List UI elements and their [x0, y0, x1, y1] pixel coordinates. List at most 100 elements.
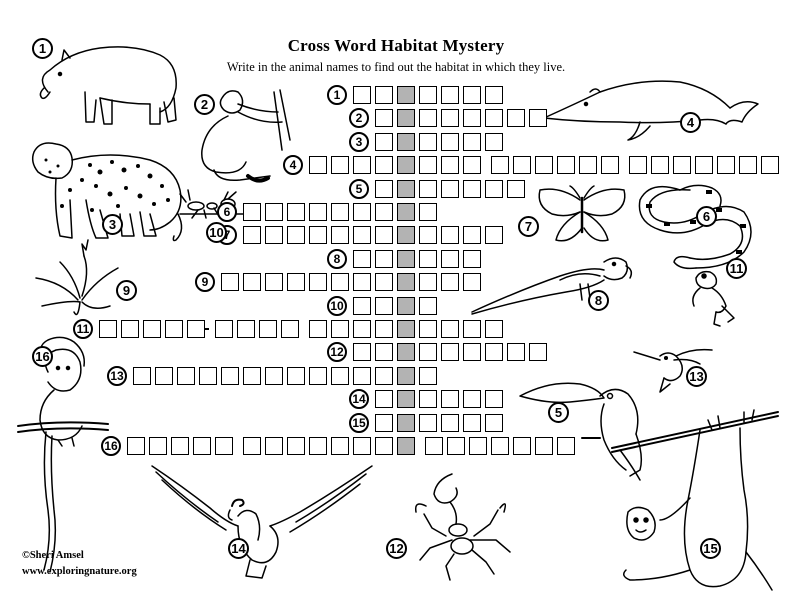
letter-cell[interactable]: [243, 226, 261, 244]
letter-cell[interactable]: [507, 343, 525, 361]
letter-cell[interactable]: [265, 226, 283, 244]
letter-cell[interactable]: [695, 156, 713, 174]
letter-cell[interactable]: [535, 437, 553, 455]
letter-cell[interactable]: [673, 156, 691, 174]
letter-cell[interactable]: [331, 367, 349, 385]
letter-cell[interactable]: [243, 273, 261, 291]
letter-cell[interactable]: [99, 320, 117, 338]
letter-cell[interactable]: [375, 133, 393, 151]
letter-cell[interactable]: [739, 156, 757, 174]
mystery-letter-cell[interactable]: [397, 203, 415, 221]
mystery-letter-cell[interactable]: [397, 109, 415, 127]
letter-cell[interactable]: [441, 133, 459, 151]
letter-cell[interactable]: [353, 437, 371, 455]
letter-cell[interactable]: [419, 250, 437, 268]
letter-cell[interactable]: [187, 320, 205, 338]
letter-cell[interactable]: [419, 390, 437, 408]
letter-cell[interactable]: [463, 226, 481, 244]
letter-cell[interactable]: [171, 437, 189, 455]
letter-cell[interactable]: [375, 390, 393, 408]
letter-cell[interactable]: [535, 156, 553, 174]
letter-cell[interactable]: [287, 273, 305, 291]
letter-cell[interactable]: [463, 86, 481, 104]
letter-cell[interactable]: [761, 156, 779, 174]
letter-cell[interactable]: [513, 156, 531, 174]
letter-cell[interactable]: [513, 437, 531, 455]
mystery-letter-cell[interactable]: [397, 437, 415, 455]
letter-cell[interactable]: [463, 133, 481, 151]
mystery-letter-cell[interactable]: [397, 367, 415, 385]
letter-cell[interactable]: [557, 156, 575, 174]
letter-cell[interactable]: [265, 273, 283, 291]
letter-cell[interactable]: [331, 226, 349, 244]
letter-cell[interactable]: [441, 343, 459, 361]
mystery-letter-cell[interactable]: [397, 86, 415, 104]
mystery-letter-cell[interactable]: [397, 156, 415, 174]
letter-cell[interactable]: [375, 273, 393, 291]
letter-cell[interactable]: [463, 273, 481, 291]
letter-cell[interactable]: [265, 437, 283, 455]
letter-cell[interactable]: [309, 203, 327, 221]
letter-cell[interactable]: [375, 250, 393, 268]
mystery-letter-cell[interactable]: [397, 414, 415, 432]
letter-cell[interactable]: [331, 320, 349, 338]
letter-cell[interactable]: [127, 437, 145, 455]
letter-cell[interactable]: [485, 180, 503, 198]
letter-cell[interactable]: [375, 156, 393, 174]
letter-cell[interactable]: [353, 320, 371, 338]
letter-cell[interactable]: [419, 367, 437, 385]
letter-cell[interactable]: [441, 109, 459, 127]
letter-cell[interactable]: [491, 156, 509, 174]
mystery-letter-cell[interactable]: [397, 273, 415, 291]
letter-cell[interactable]: [237, 320, 255, 338]
letter-cell[interactable]: [441, 320, 459, 338]
letter-cell[interactable]: [149, 437, 167, 455]
letter-cell[interactable]: [441, 273, 459, 291]
letter-cell[interactable]: [485, 226, 503, 244]
letter-cell[interactable]: [463, 343, 481, 361]
letter-cell[interactable]: [375, 226, 393, 244]
letter-cell[interactable]: [375, 180, 393, 198]
letter-cell[interactable]: [419, 156, 437, 174]
letter-cell[interactable]: [419, 109, 437, 127]
letter-cell[interactable]: [375, 343, 393, 361]
letter-cell[interactable]: [375, 320, 393, 338]
letter-cell[interactable]: [177, 367, 195, 385]
letter-cell[interactable]: [287, 367, 305, 385]
letter-cell[interactable]: [441, 86, 459, 104]
letter-cell[interactable]: [485, 133, 503, 151]
letter-cell[interactable]: [463, 320, 481, 338]
letter-cell[interactable]: [331, 273, 349, 291]
mystery-letter-cell[interactable]: [397, 226, 415, 244]
mystery-letter-cell[interactable]: [397, 343, 415, 361]
letter-cell[interactable]: [353, 273, 371, 291]
letter-cell[interactable]: [375, 414, 393, 432]
letter-cell[interactable]: [463, 250, 481, 268]
letter-cell[interactable]: [375, 86, 393, 104]
letter-cell[interactable]: [331, 437, 349, 455]
letter-cell[interactable]: [419, 203, 437, 221]
letter-cell[interactable]: [419, 320, 437, 338]
letter-cell[interactable]: [243, 203, 261, 221]
letter-cell[interactable]: [375, 203, 393, 221]
letter-cell[interactable]: [717, 156, 735, 174]
letter-cell[interactable]: [485, 414, 503, 432]
letter-cell[interactable]: [331, 203, 349, 221]
letter-cell[interactable]: [441, 390, 459, 408]
letter-cell[interactable]: [259, 320, 277, 338]
letter-cell[interactable]: [331, 156, 349, 174]
letter-cell[interactable]: [309, 156, 327, 174]
letter-cell[interactable]: [353, 226, 371, 244]
letter-cell[interactable]: [579, 156, 597, 174]
letter-cell[interactable]: [309, 320, 327, 338]
letter-cell[interactable]: [309, 226, 327, 244]
letter-cell[interactable]: [419, 343, 437, 361]
letter-cell[interactable]: [485, 320, 503, 338]
letter-cell[interactable]: [601, 156, 619, 174]
letter-cell[interactable]: [463, 180, 481, 198]
letter-cell[interactable]: [309, 437, 327, 455]
letter-cell[interactable]: [441, 226, 459, 244]
letter-cell[interactable]: [463, 109, 481, 127]
letter-cell[interactable]: [529, 109, 547, 127]
letter-cell[interactable]: [419, 297, 437, 315]
